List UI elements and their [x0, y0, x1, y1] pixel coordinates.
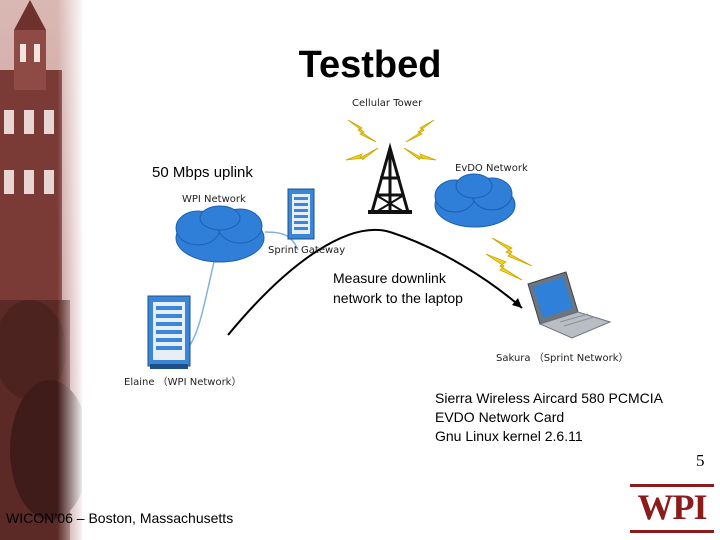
spec-list: Sierra Wireless Aircard 580 PCMCIA EVDO … — [435, 389, 663, 446]
elaine-server-icon — [147, 295, 191, 369]
arc-arrowhead — [512, 298, 522, 308]
spec-line: Gnu Linux kernel 2.6.11 — [435, 428, 583, 444]
spec-line: EVDO Network Card — [435, 409, 565, 425]
uplink-label: 50 Mbps uplink — [152, 164, 253, 181]
slide-title: Testbed — [298, 44, 442, 86]
page-number: 5 — [696, 451, 705, 470]
wpi-to-gateway-link — [264, 231, 299, 251]
wpi-logo: WPI — [628, 484, 716, 534]
wpi-to-elaine-link — [189, 261, 215, 346]
wpi-cloud-icon — [175, 205, 265, 263]
cellular-tower-label: Cellular Tower — [352, 98, 423, 109]
spec-line: Sierra Wireless Aircard 580 PCMCIA — [435, 390, 663, 406]
wpi-network-label: WPI Network — [182, 194, 246, 205]
evdo-network-label: EvDO Network — [455, 163, 528, 174]
elaine-label: Elaine （WPI Network） — [124, 377, 242, 388]
sprint-gateway-label: Sprint Gateway — [268, 245, 346, 256]
evdo-cloud-icon — [434, 173, 516, 228]
measure-label-line2: network to the laptop — [333, 290, 463, 306]
footer-text: WICON’06 – Boston, Massachusetts — [6, 510, 234, 526]
sakura-label: Sakura （Sprint Network） — [496, 353, 629, 364]
building-photo — [0, 0, 82, 540]
measure-arc — [227, 228, 523, 336]
gateway-server-icon — [287, 188, 315, 240]
measure-label-line1: Measure downlink — [333, 270, 446, 286]
lightning-icon — [345, 119, 533, 281]
cellular-tower-icon — [368, 142, 412, 214]
laptop-icon — [527, 271, 612, 339]
